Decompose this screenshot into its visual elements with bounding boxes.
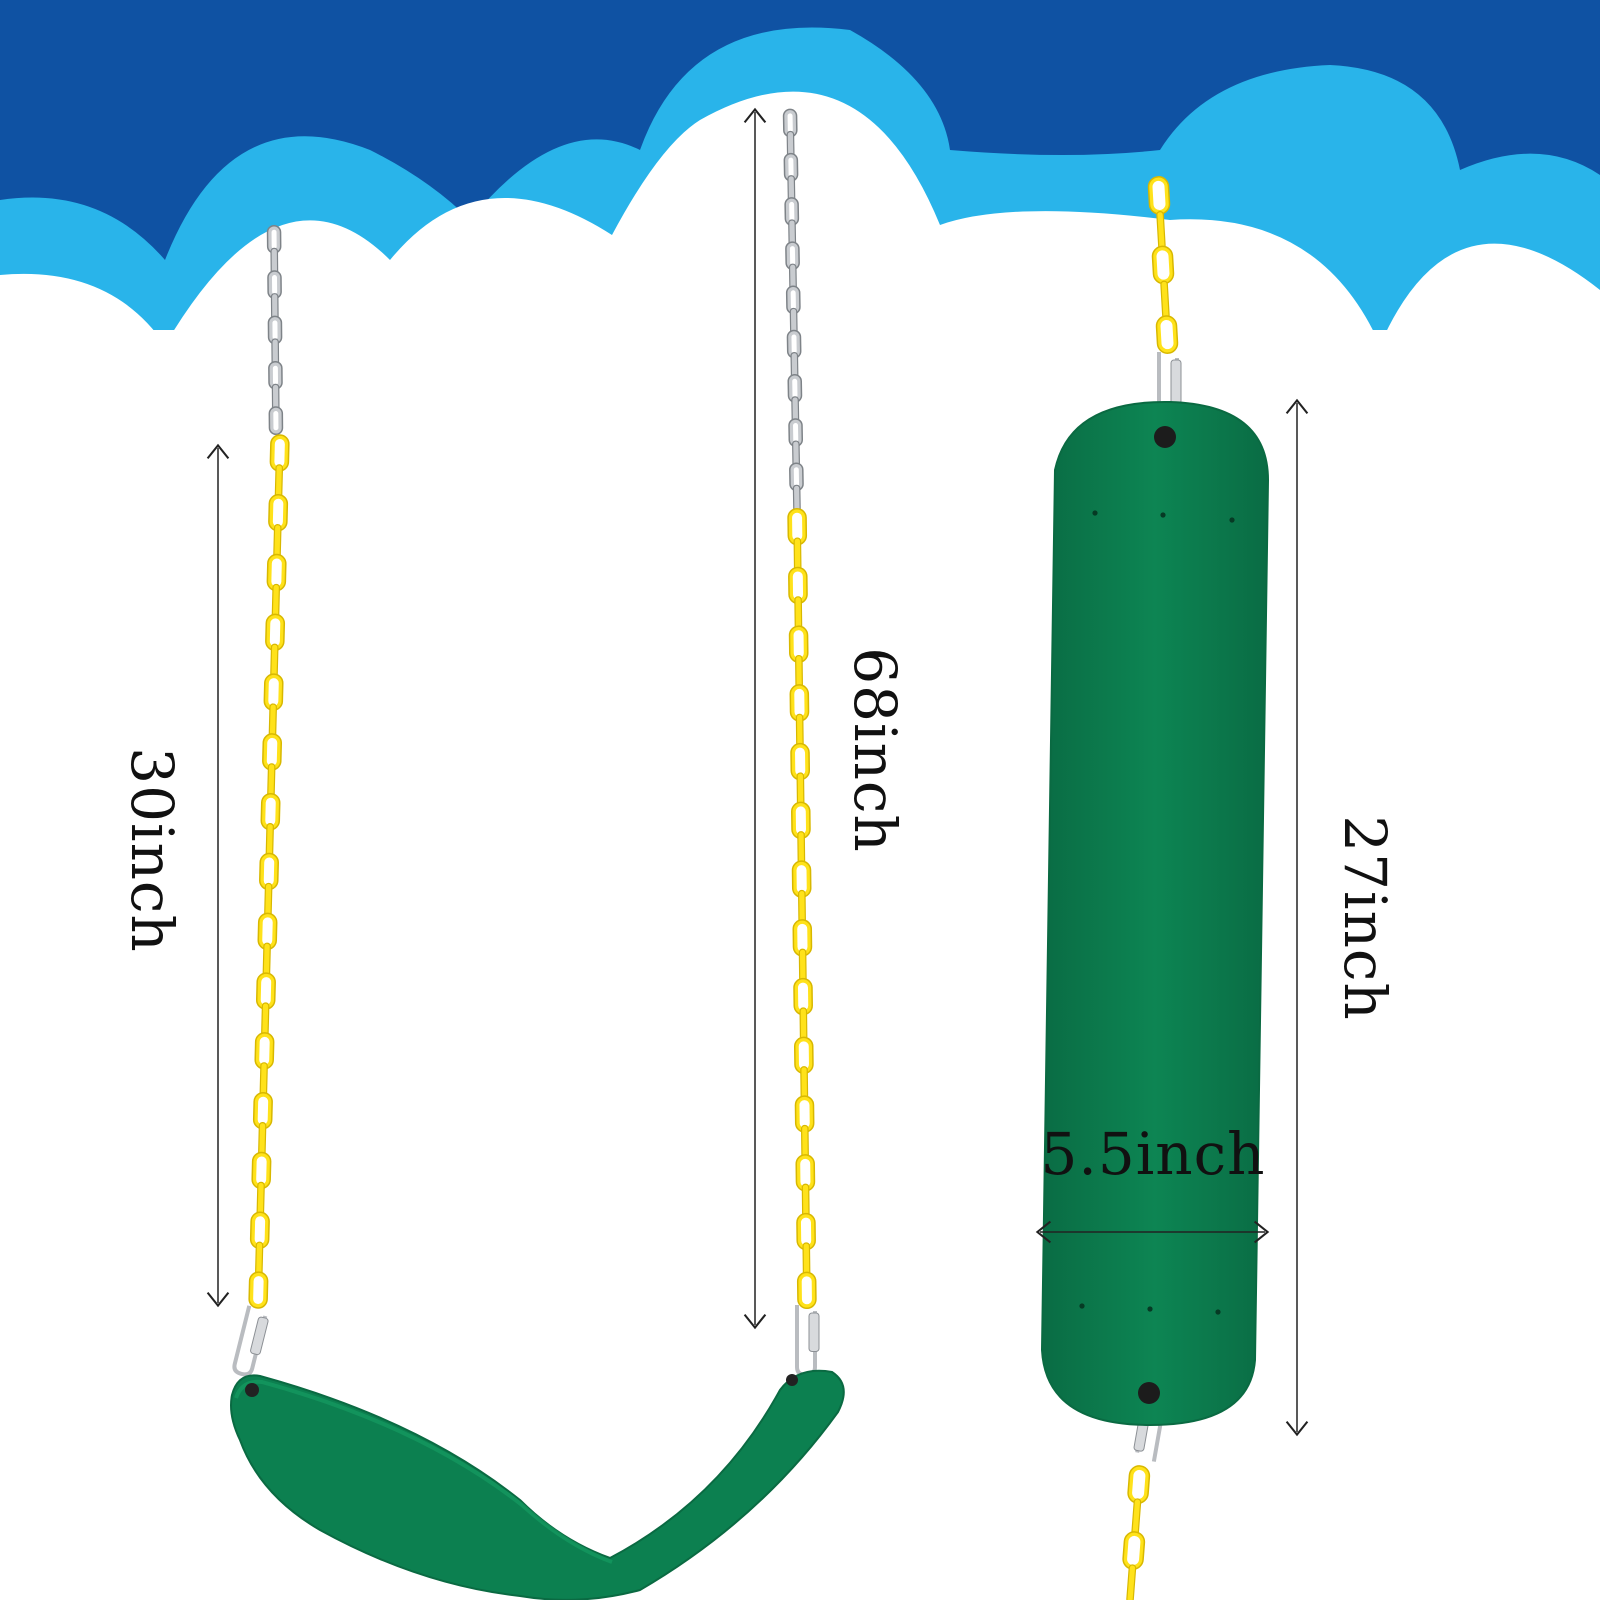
seat-rivet-dot xyxy=(1160,512,1166,518)
chain-link xyxy=(265,613,286,652)
chain-link xyxy=(1147,176,1171,215)
chain-link xyxy=(792,919,813,957)
seat-rivet-dot xyxy=(1092,510,1098,516)
seat-flat-body xyxy=(1040,400,1270,1427)
label-total-length: 68inch xyxy=(841,647,909,853)
chain-silver-right xyxy=(782,108,804,514)
chain-link xyxy=(796,1212,816,1251)
seat-rivet-dot xyxy=(1079,1303,1085,1309)
label-chain-length: 30inch xyxy=(118,747,186,953)
chain-link xyxy=(254,1032,275,1070)
chain-yellow-left xyxy=(248,434,290,1309)
chain-link xyxy=(793,977,813,1016)
chain-link xyxy=(255,972,276,1010)
chain-link xyxy=(787,507,808,546)
chain-yellow-top xyxy=(1147,176,1179,354)
chain-link xyxy=(794,1095,815,1133)
chain-link xyxy=(262,733,283,771)
seat-eyelet-right xyxy=(786,1374,798,1386)
seat-rivet-dot xyxy=(1229,517,1235,523)
belt-seat-front xyxy=(230,1369,845,1600)
chain-link xyxy=(784,197,800,226)
chain-link xyxy=(249,1211,270,1249)
chain-link xyxy=(795,1154,816,1192)
chain-link xyxy=(266,553,287,592)
swing-front-view xyxy=(230,108,845,1600)
chain-link xyxy=(791,801,811,840)
chain-link xyxy=(1156,211,1166,250)
chain-link xyxy=(260,792,281,831)
seat-eyelet-left xyxy=(245,1383,259,1397)
chain-link xyxy=(783,152,799,182)
chain-silver-left xyxy=(266,224,284,436)
belt-seat-edge xyxy=(234,1379,613,1564)
label-seat-width: 5.5inch xyxy=(1040,1120,1266,1188)
chain-link xyxy=(788,625,809,663)
chain-link xyxy=(269,434,290,472)
chain-link xyxy=(268,494,289,532)
chain-link xyxy=(790,742,811,781)
chain-link xyxy=(267,315,283,345)
chain-link xyxy=(1155,315,1179,354)
chain-link xyxy=(782,108,798,138)
chain-link xyxy=(268,406,284,436)
chain-link xyxy=(791,860,812,898)
chain-link xyxy=(1122,1531,1146,1570)
seat-eyelet-bottom xyxy=(1138,1382,1160,1404)
swing-seat-flat-view xyxy=(1040,176,1270,1600)
chain-link xyxy=(796,1271,817,1310)
chain-link xyxy=(268,360,283,390)
chain-link xyxy=(1151,245,1175,285)
seat-rivet-dot xyxy=(1147,1306,1153,1312)
chain-link xyxy=(1126,1564,1137,1600)
chain-link xyxy=(252,1091,273,1130)
label-seat-length: 27inch xyxy=(1331,815,1399,1021)
snap-hook-left xyxy=(232,1305,269,1377)
chain-link xyxy=(789,462,804,492)
chain-link xyxy=(1160,280,1170,319)
seat-eyelet-top xyxy=(1154,426,1176,448)
chain-link xyxy=(248,1271,269,1309)
chain-link xyxy=(1127,1465,1151,1504)
chain-link xyxy=(786,329,802,359)
chain-yellow-right xyxy=(787,507,817,1310)
chain-link xyxy=(793,1036,814,1075)
chain-link xyxy=(259,852,279,891)
chain-yellow-bottom xyxy=(1122,1465,1151,1600)
seat-rivet-dot xyxy=(1215,1309,1221,1315)
